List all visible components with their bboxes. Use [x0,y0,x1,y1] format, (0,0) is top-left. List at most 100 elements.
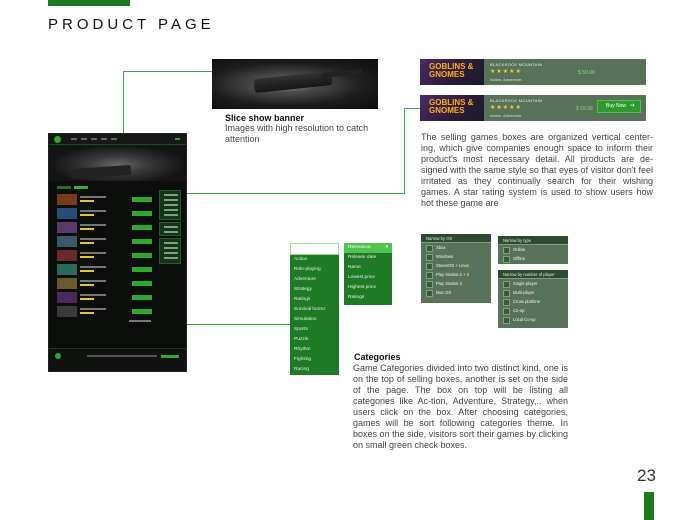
game-box[interactable]: GOBLINS & GNOMES BLACKROCK MOUNTAIN ★★★★… [420,59,646,85]
connector-line [123,71,213,72]
mockup-game-box [57,250,157,261]
mockup-game-box [57,278,157,289]
mockup-sort-box [74,186,88,189]
buy-now-label: Buy Now [606,103,627,109]
chevron-down-icon: ▾ [385,245,388,250]
genre-option[interactable]: Action [294,257,308,262]
type-checkbox-option[interactable]: Offline [498,254,568,263]
game-category: Action, Adventure [490,113,522,118]
os-checkbox-option[interactable]: Play Station 2 + 3 [421,270,491,279]
genre-option[interactable]: Fighting [294,357,312,362]
mockup-game-box [57,194,157,205]
mockup-game-box [57,306,157,317]
genre-option[interactable]: Ratings [294,297,311,302]
mockup-game-box [57,292,157,303]
mockup-gun-image [70,164,132,180]
game-thumbnail: GOBLINS & GNOMES [420,95,484,121]
mockup-nav-item [101,138,107,140]
players-checkbox-option[interactable]: Local Co-op [498,315,568,324]
game-name: BLACKROCK MOUNTAIN [490,98,543,103]
game-thumbnail: GOBLINS & GNOMES [420,59,484,85]
buy-now-button[interactable]: Buy Now➔ [597,100,641,113]
mockup-banner [49,145,186,181]
sort-option[interactable]: Name [348,265,361,270]
mockup-filter-box [159,222,181,236]
slide-section-text: Images with high resolution to catch att… [225,123,369,144]
connector-line [90,324,290,325]
slide-section-title: Slice show banner [225,113,305,123]
product-page-mockup [48,133,187,372]
mockup-category-box [57,186,71,189]
slide-show-banner-image [212,59,378,109]
sort-option[interactable]: Highest price [348,285,376,290]
mockup-game-box [57,222,157,233]
genre-option[interactable]: Simulation [294,317,317,322]
game-logo: GOBLINS & GNOMES [429,98,474,115]
players-filter-box: Narrow by number of player Single-player… [498,270,568,328]
page-number: 23 [637,466,656,485]
star-rating: ★★★★★ [490,105,522,111]
game-logo: GOBLINS & GNOMES [429,62,474,79]
os-checkbox-option[interactable]: Mac OS [421,288,491,297]
genre-option[interactable]: Sports [294,327,308,332]
game-name: BLACKROCK MOUNTAIN [490,62,543,67]
mockup-game-box [57,236,157,247]
page-title: PRODUCT PAGE [48,16,215,33]
genre-option[interactable]: Racing [294,367,309,372]
genre-option[interactable]: Role-playing [294,267,321,272]
mockup-nav-bar [49,134,186,145]
os-checkbox-option[interactable]: Xbox [421,243,491,252]
gun-image [253,70,333,94]
logo-icon [54,136,61,143]
players-checkbox-option[interactable]: Single-player [498,279,568,288]
connector-line [154,193,404,194]
categories-section-text: Game Categories divided into two distinc… [353,363,568,450]
filter-title: Narrow by type [498,236,568,245]
arrow-right-icon: ➔ [629,103,635,109]
star-rating: ★★★★★ [490,69,522,75]
filter-title: Narrow by OS [421,234,491,243]
mockup-cart-icon [175,138,180,140]
mockup-game-box [57,264,157,275]
genre-option[interactable]: Rhythm [294,347,311,352]
mockup-nav-item [71,138,77,140]
connector-line [404,108,420,109]
sort-header-label: Relevance [348,245,371,250]
players-checkbox-option[interactable]: Co-op [498,306,568,315]
players-checkbox-option[interactable]: Multi-player [498,288,568,297]
mockup-game-box [57,208,157,219]
game-box-hover[interactable]: GOBLINS & GNOMES BLACKROCK MOUNTAIN ★★★★… [420,95,646,121]
sort-option[interactable]: Lowest price [348,275,375,280]
sort-option[interactable]: Release date [348,255,377,260]
genre-option[interactable]: Puzzle [294,337,309,342]
sort-option[interactable]: Ratings [348,295,365,300]
type-checkbox-option[interactable]: Online [498,245,568,254]
os-checkbox-option[interactable]: Windows [421,252,491,261]
game-boxes-description: The selling games boxes are organized ve… [421,132,653,208]
players-checkbox-option[interactable]: Cross platform [498,297,568,306]
mockup-footer-links [87,355,157,357]
header-accent-bar [48,0,130,6]
genre-option[interactable]: Strategy [294,287,312,292]
sort-dropdown-header[interactable]: Relevance ▾ [344,243,392,253]
footer-accent-bar [644,492,654,520]
os-checkbox-option[interactable]: Play Station 4 [421,279,491,288]
filter-title: Narrow by number of player [498,270,568,279]
mockup-social-icons [161,355,179,358]
mockup-nav-item [91,138,97,140]
mockup-pagination [129,320,151,322]
mockup-filter-box [159,238,181,264]
mockup-footer [49,348,186,371]
mockup-nav-item [81,138,87,140]
footer-logo-icon [55,353,61,359]
game-price: $ 59.99 [576,106,593,112]
mockup-filter-box [159,190,181,220]
os-checkbox-option[interactable]: SteamOS + Linux [421,261,491,270]
category-dropdown-header[interactable] [290,243,339,255]
genre-option[interactable]: Adventure [294,277,316,282]
genre-option[interactable]: Survival horror [294,307,326,312]
